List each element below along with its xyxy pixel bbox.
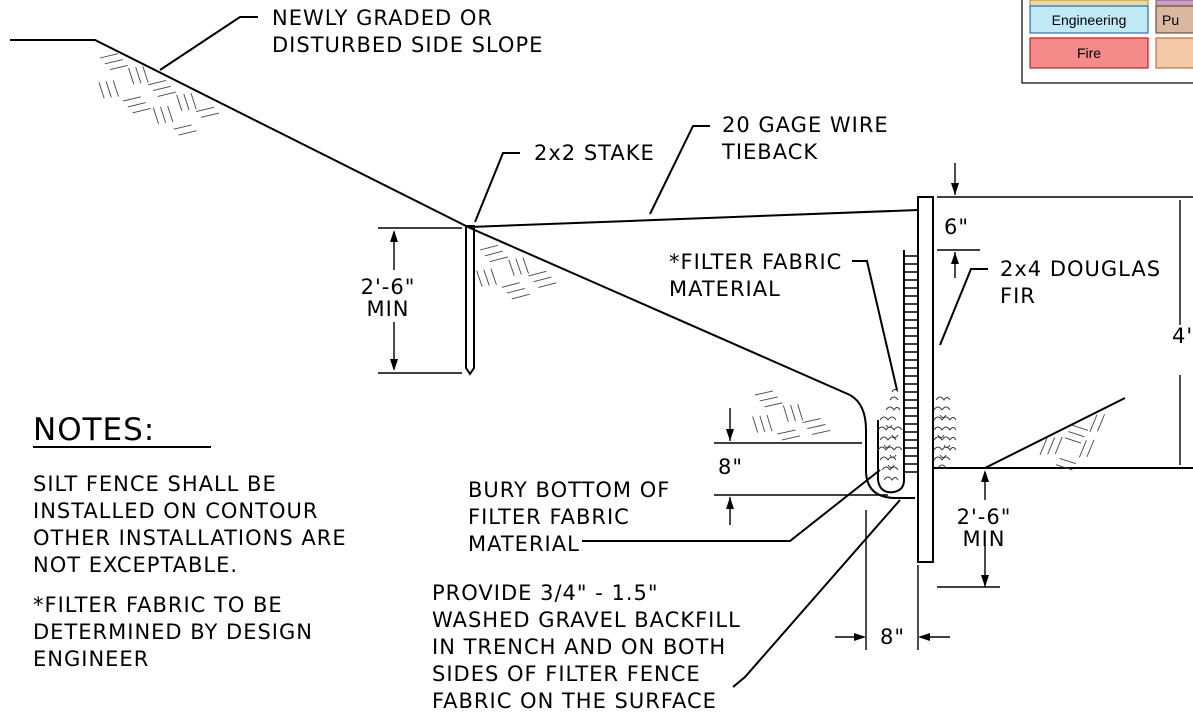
soil-hatch bbox=[98, 53, 1105, 471]
label-fir-1: 2x4 DOUGLAS bbox=[1000, 257, 1161, 281]
dimension-lines bbox=[378, 163, 1193, 650]
post-2x4 bbox=[917, 196, 934, 563]
dim-4-label: 4' bbox=[1172, 324, 1193, 348]
legend-cell-fire bbox=[1029, 37, 1149, 69]
label-wire-2: TIEBACK bbox=[721, 140, 818, 164]
note1-line1: SILT FENCE SHALL BE bbox=[33, 472, 277, 496]
label-wire-1: 20 GAGE WIRE bbox=[722, 113, 889, 137]
label-gravel-3: IN TRENCH AND ON BOTH bbox=[432, 635, 726, 659]
label-gravel-5: FABRIC ON THE SURFACE bbox=[432, 689, 717, 713]
label-fabric-1: *FILTER FABRIC bbox=[669, 250, 842, 274]
label-gravel-4: SIDES OF FILTER FENCE bbox=[432, 662, 701, 686]
leader-lines bbox=[159, 16, 988, 688]
legend-label-public: Pu bbox=[1162, 12, 1179, 28]
wire-tieback bbox=[469, 209, 919, 228]
filter-fabric bbox=[877, 250, 919, 494]
dim-6-label: 6" bbox=[944, 215, 969, 239]
label-fabric-2: MATERIAL bbox=[669, 277, 781, 301]
dim-8-vert-label: 8" bbox=[718, 455, 743, 479]
legend-cell-public bbox=[1155, 5, 1193, 34]
label-stake: 2x2 STAKE bbox=[534, 141, 655, 165]
notes-block: NOTES: SILT FENCE SHALL BE INSTALLED ON … bbox=[33, 412, 347, 671]
label-bury-3: MATERIAL bbox=[468, 532, 580, 556]
note1-line4: NOT EXCEPTABLE. bbox=[33, 553, 238, 577]
dim-stake-label-2: MIN bbox=[366, 297, 409, 321]
dim-stake-label-1: 2'-6" bbox=[361, 275, 416, 299]
label-slope-1: NEWLY GRADED OR bbox=[272, 6, 493, 30]
legend-label-engineering: Engineering bbox=[1052, 12, 1127, 28]
dim-8-horiz-label: 8" bbox=[880, 625, 905, 649]
note1-line3: OTHER INSTALLATIONS ARE bbox=[33, 526, 347, 550]
ground-profile bbox=[10, 39, 1193, 499]
legend-cell-engineering bbox=[1029, 5, 1149, 34]
label-gravel-2: WASHED GRAVEL BACKFILL bbox=[432, 608, 741, 632]
legend-cell-other bbox=[1155, 37, 1193, 69]
dim-post-label-1: 2'-6" bbox=[957, 505, 1012, 529]
label-gravel-1: PROVIDE 3/4" - 1.5" bbox=[432, 581, 659, 605]
stake-2x2 bbox=[465, 225, 475, 376]
legend-box: Engineering Pu Fire bbox=[1021, 0, 1193, 84]
legend-label-fire: Fire bbox=[1077, 45, 1101, 61]
note2-line1: *FILTER FABRIC TO BE bbox=[33, 593, 283, 617]
note2-line2: DETERMINED BY DESIGN bbox=[33, 620, 313, 644]
label-fir-2: FIR bbox=[1000, 284, 1036, 308]
callout-labels: NEWLY GRADED OR DISTURBED SIDE SLOPE 2x2… bbox=[272, 6, 1193, 713]
label-bury-1: BURY BOTTOM OF bbox=[468, 478, 670, 502]
notes-heading: NOTES: bbox=[33, 412, 155, 448]
note1-line2: INSTALLED ON CONTOUR bbox=[33, 499, 318, 523]
label-bury-2: FILTER FABRIC bbox=[468, 505, 630, 529]
label-slope-2: DISTURBED SIDE SLOPE bbox=[272, 33, 543, 57]
gravel-backfill bbox=[877, 389, 957, 481]
dim-post-label-2: MIN bbox=[962, 527, 1005, 551]
note2-line3: ENGINEER bbox=[33, 647, 149, 671]
